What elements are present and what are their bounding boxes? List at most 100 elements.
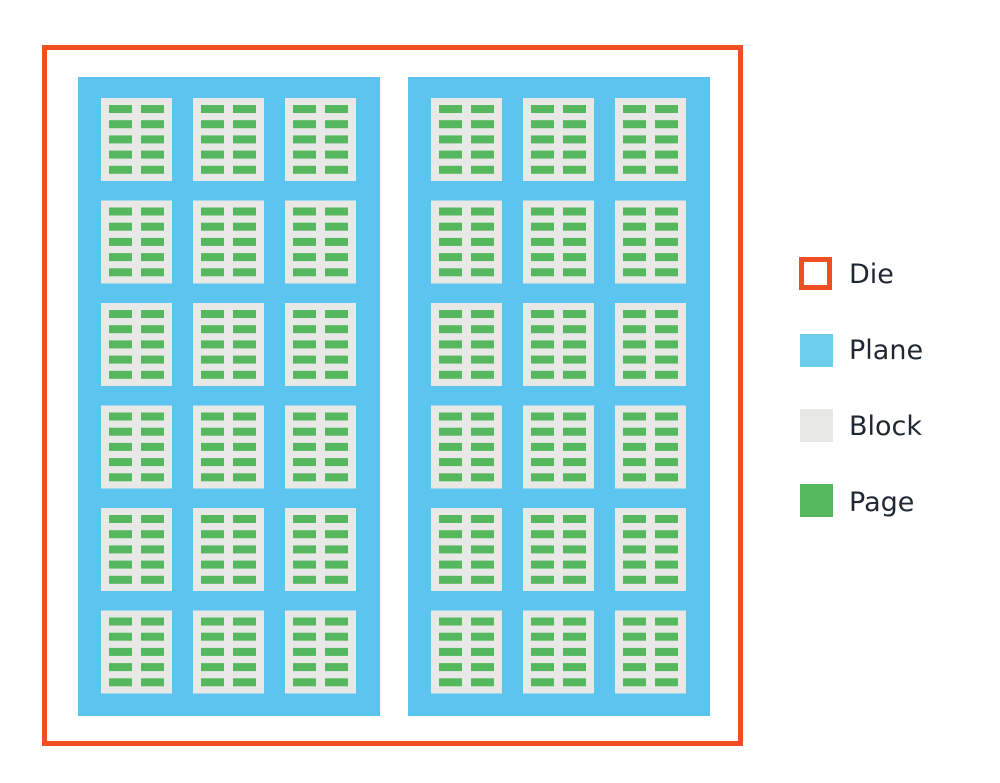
page xyxy=(471,165,494,174)
page xyxy=(439,427,462,436)
page xyxy=(325,237,348,246)
page xyxy=(293,310,316,318)
page xyxy=(623,412,646,421)
page xyxy=(293,575,316,584)
page xyxy=(623,325,646,334)
page xyxy=(531,560,554,569)
page xyxy=(623,355,646,364)
page xyxy=(439,340,462,349)
page xyxy=(141,310,164,318)
page xyxy=(109,647,132,656)
page xyxy=(201,458,224,467)
page xyxy=(655,427,678,436)
page xyxy=(201,545,224,554)
page xyxy=(623,473,646,482)
page xyxy=(531,458,554,467)
page xyxy=(623,617,646,626)
page xyxy=(471,575,494,584)
page xyxy=(439,575,462,584)
page xyxy=(623,253,646,262)
page xyxy=(439,458,462,467)
legend-swatch-die xyxy=(799,257,832,290)
block xyxy=(101,508,172,591)
page xyxy=(233,310,256,318)
block xyxy=(431,508,502,591)
page xyxy=(439,268,462,277)
page xyxy=(325,412,348,421)
page xyxy=(109,120,132,129)
page xyxy=(623,222,646,231)
page xyxy=(655,663,678,672)
legend-item-block: Block xyxy=(800,409,922,442)
page xyxy=(471,678,494,687)
page xyxy=(531,237,554,246)
page xyxy=(563,120,586,129)
page xyxy=(325,310,348,318)
block xyxy=(431,610,502,694)
page xyxy=(141,678,164,687)
block xyxy=(285,610,356,694)
page xyxy=(233,647,256,656)
page xyxy=(201,340,224,349)
page xyxy=(141,355,164,364)
page xyxy=(655,325,678,334)
page xyxy=(531,268,554,277)
page xyxy=(439,647,462,656)
page xyxy=(325,207,348,216)
page xyxy=(471,325,494,334)
page xyxy=(293,412,316,421)
page xyxy=(293,268,316,277)
page xyxy=(325,268,348,277)
legend-swatch-page xyxy=(800,484,833,517)
page xyxy=(531,617,554,626)
page xyxy=(439,412,462,421)
block xyxy=(193,98,264,181)
legend-label-plane: Plane xyxy=(849,335,923,366)
page xyxy=(325,165,348,174)
page xyxy=(201,325,224,334)
page xyxy=(141,340,164,349)
page xyxy=(623,663,646,672)
page xyxy=(233,442,256,451)
page xyxy=(233,663,256,672)
page xyxy=(233,135,256,144)
block xyxy=(615,405,686,489)
page xyxy=(439,325,462,334)
page xyxy=(201,253,224,262)
page xyxy=(233,575,256,584)
page xyxy=(293,207,316,216)
page xyxy=(623,545,646,554)
page xyxy=(531,150,554,159)
page xyxy=(109,207,132,216)
page xyxy=(325,355,348,364)
page xyxy=(293,545,316,554)
page xyxy=(563,678,586,687)
page xyxy=(531,632,554,641)
page xyxy=(141,412,164,421)
page xyxy=(201,515,224,523)
page xyxy=(201,560,224,569)
page xyxy=(233,427,256,436)
page xyxy=(623,135,646,144)
page xyxy=(201,237,224,246)
page xyxy=(233,370,256,379)
page xyxy=(563,310,586,318)
page xyxy=(141,632,164,641)
page xyxy=(293,340,316,349)
page xyxy=(293,120,316,129)
block xyxy=(431,200,502,284)
page xyxy=(531,325,554,334)
page xyxy=(141,222,164,231)
page xyxy=(471,340,494,349)
block xyxy=(523,405,594,489)
page xyxy=(233,632,256,641)
page xyxy=(563,560,586,569)
page xyxy=(325,427,348,436)
page xyxy=(233,207,256,216)
page xyxy=(109,135,132,144)
page xyxy=(655,575,678,584)
page xyxy=(563,222,586,231)
page xyxy=(141,253,164,262)
page xyxy=(439,310,462,318)
page xyxy=(655,135,678,144)
